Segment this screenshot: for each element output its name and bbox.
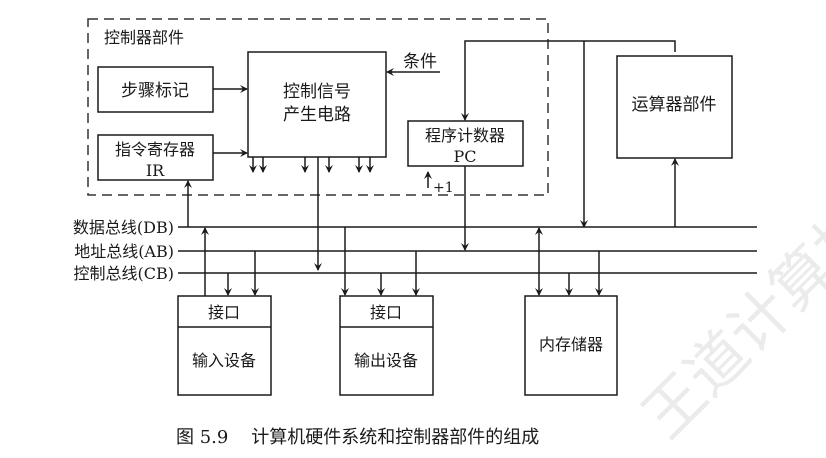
alu-loop-line [461,40,676,121]
step-marker-label: 步骤标记 [121,81,189,101]
pc-label-line2: PC [453,147,476,166]
pc-box [407,120,524,167]
control-signal-line1: 控制信号 [283,82,351,102]
alu-label: 运算器部件 [632,95,717,115]
step-marker-box [97,66,214,113]
controller-title: 控制器部件 [104,28,184,47]
data-bus-label: 数据总线(DB) [73,218,174,237]
memory-label: 内存储器 [539,335,603,354]
pc-label-line1: 程序计数器 [425,126,505,145]
address-bus-label: 地址总线(AB) [74,242,174,261]
input-interface-label: 接口 [208,303,240,322]
output-device-box [339,295,434,396]
input-device-label: 输入设备 [192,351,256,370]
alu-box [616,55,733,159]
control-signal-line2: 产生电路 [283,105,351,125]
control-bus-label: 控制总线(CB) [74,264,175,283]
ir-label-line1: 指令寄存器 [115,140,195,159]
output-device-label: 输出设备 [354,351,418,370]
pc-increment-label: +1 [433,180,454,196]
figure-caption: 图 5.9 计算机硬件系统和控制器部件的组成 [176,427,539,448]
memory-box [524,295,618,396]
condition-label: 条件 [403,52,437,72]
input-device-box [177,295,272,396]
output-interface-label: 接口 [370,303,402,322]
control-signal-box [247,51,387,158]
ir-label-line2: IR [146,161,165,180]
ir-box [97,134,214,181]
